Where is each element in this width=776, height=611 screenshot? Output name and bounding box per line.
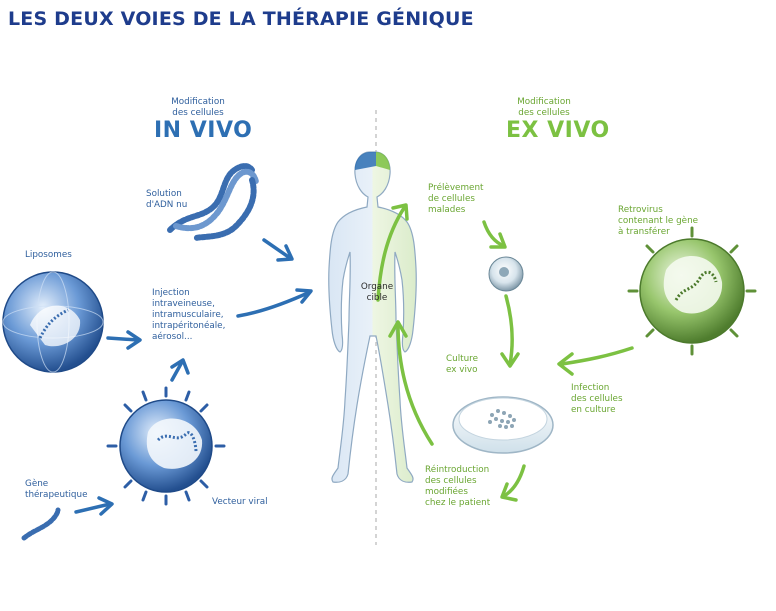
label-culture: Culture ex vivo	[446, 354, 478, 376]
label-injection: Injection intraveineuse, intramusculaire…	[152, 288, 225, 343]
ex-vivo-subtitle: Modification des cellules	[496, 97, 592, 119]
label-retrovirus: Retrovirus contenant le gène à transfére…	[618, 205, 698, 238]
label-vecteur-viral: Vecteur viral	[212, 497, 268, 508]
ex-vivo-heading: EX VIVO	[506, 118, 610, 143]
in-vivo-heading: IN VIVO	[154, 118, 252, 143]
label-prelevement: Prélèvement de cellules malades	[428, 183, 483, 216]
label-organe-cible: Organe cible	[355, 282, 399, 304]
petri-dish	[453, 397, 553, 453]
label-solution-adn: Solution d'ADN nu	[146, 189, 187, 211]
liposome-sphere	[3, 272, 103, 372]
label-infection: Infection des cellules en culture	[571, 383, 623, 416]
in-vivo-subtitle: Modification des cellules	[150, 97, 246, 119]
gene-helix-small	[24, 510, 58, 538]
viral-vector-particle	[108, 388, 224, 504]
human-figure	[329, 152, 417, 482]
label-gene-therapeutique: Gène thérapeutique	[25, 479, 87, 501]
retrovirus-particle	[629, 228, 755, 354]
harvested-cell	[489, 257, 523, 291]
label-liposomes: Liposomes	[25, 250, 72, 261]
label-reintroduction: Réintroduction des cellules modifiées ch…	[425, 465, 490, 509]
